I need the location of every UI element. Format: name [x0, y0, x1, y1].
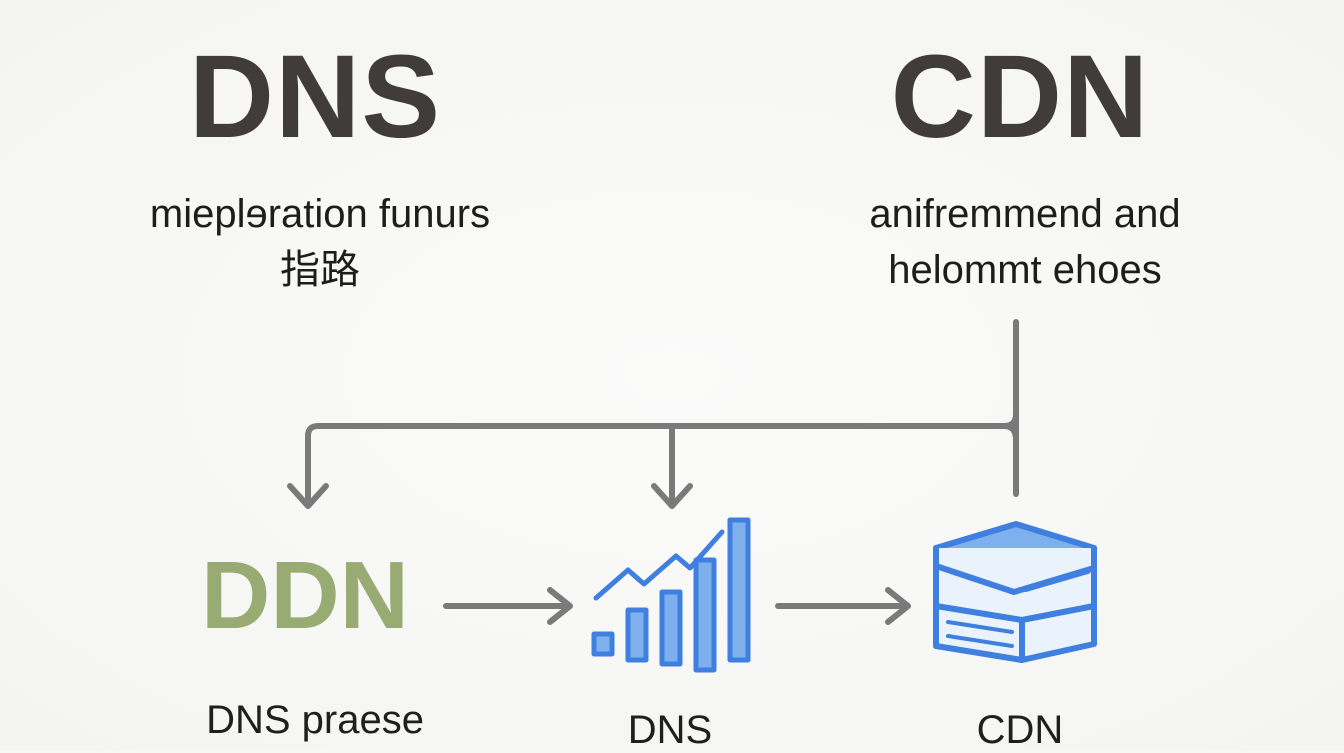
arrowhead-right-2: [885, 587, 911, 625]
bus-joint: [1001, 423, 1019, 443]
cdn-heading: CDN: [890, 31, 1150, 163]
bus-line-to-ddn: [305, 411, 1019, 503]
arrowhead-right-1: [547, 587, 573, 625]
arrowhead-down-dns: [651, 483, 693, 509]
dns-heading: DNS: [188, 31, 442, 163]
cdn-caption: CDN: [976, 708, 1064, 752]
ddn-node-label: DDN: [201, 542, 409, 649]
bus-connector: [305, 319, 1019, 503]
dns-caption: DNS: [627, 708, 713, 752]
book-stack-icon: [933, 521, 1097, 663]
bar-chart-trend-icon: [591, 517, 751, 673]
cdn-description-line2: helommt ehoes: [888, 248, 1162, 292]
arrowhead-down-ddn: [287, 483, 329, 509]
cdn-description-line1: anifremmend and: [869, 192, 1181, 236]
dns-description-cjk: 指路: [280, 247, 360, 293]
ddn-caption: DNS praese: [206, 698, 424, 742]
dns-description: mieplɘration funurs: [149, 192, 491, 236]
